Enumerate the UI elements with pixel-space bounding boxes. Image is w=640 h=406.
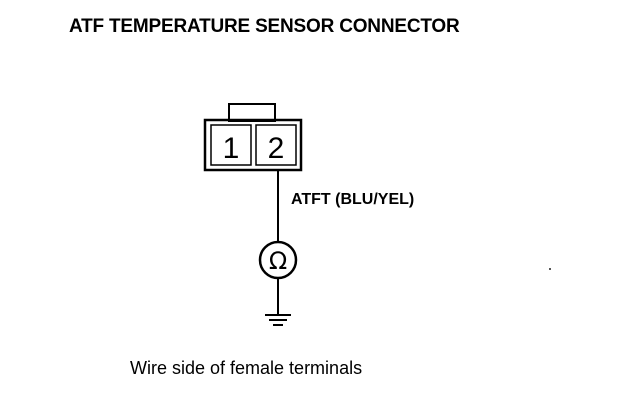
ohm-icon: Ω bbox=[269, 247, 287, 275]
connector-lock-tab bbox=[228, 103, 276, 122]
diagram-caption: Wire side of female terminals bbox=[130, 358, 363, 378]
connector-body bbox=[203, 118, 303, 172]
diagram-title: ATF TEMPERATURE SENSOR CONNECTOR bbox=[69, 16, 460, 37]
terminal-cavity-2 bbox=[255, 124, 297, 166]
terminal-cavity-1 bbox=[210, 124, 252, 166]
pin-number-1: 1 bbox=[223, 132, 240, 165]
stray-mark bbox=[549, 268, 551, 270]
wire-label: ATFT (BLU/YEL) bbox=[291, 191, 415, 208]
pin-number-2: 2 bbox=[268, 132, 285, 165]
ground-icon bbox=[265, 314, 291, 326]
